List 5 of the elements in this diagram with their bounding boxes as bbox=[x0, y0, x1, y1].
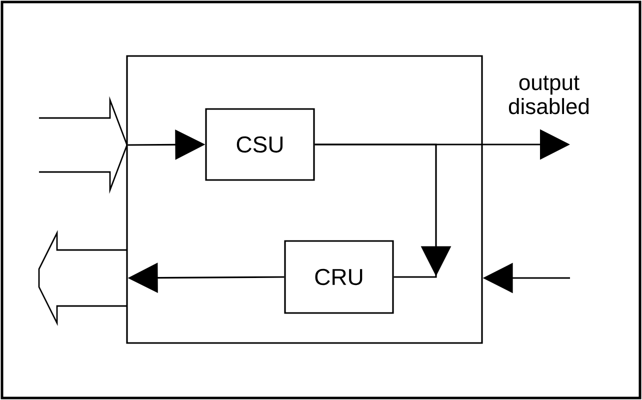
process-box: CSU bbox=[205, 108, 315, 181]
process-box: CRU bbox=[284, 240, 394, 314]
edge-label: output disabled bbox=[508, 76, 589, 114]
system-box bbox=[126, 55, 483, 344]
arrow bbox=[314, 144, 452, 278]
